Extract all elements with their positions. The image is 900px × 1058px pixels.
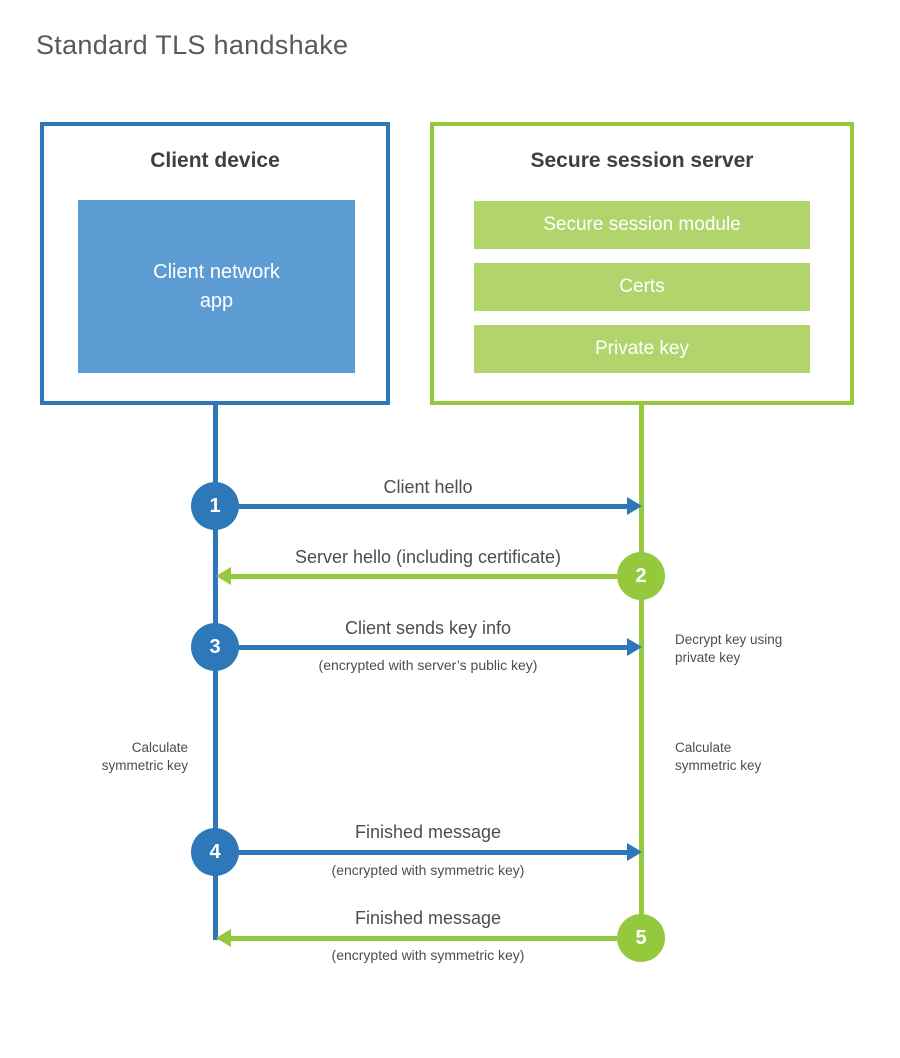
label-finished-client: Finished message — [354, 822, 502, 842]
arrow-left-icon — [216, 567, 231, 585]
step-2-circle: 2 — [617, 552, 665, 600]
server-module-bar-certs: Certs — [474, 263, 810, 311]
sublabel-finished-server: (encrypted with symmetric key) — [331, 947, 525, 963]
server-module-bar-private-key: Private key — [474, 325, 810, 373]
step-5-circle: 5 — [617, 914, 665, 962]
page-title: Standard TLS handshake — [36, 30, 349, 60]
sublabel-client-key-info: (encrypted with server’s public key) — [318, 657, 538, 673]
step-3-circle: 3 — [191, 623, 239, 671]
label-client-hello: Client hello — [383, 477, 473, 497]
arrow-left-icon — [216, 929, 231, 947]
arrow-finished-client-line — [215, 850, 627, 855]
client-device-title: Client device — [150, 149, 280, 172]
server-lifeline — [639, 404, 644, 940]
label-finished-server: Finished message — [354, 908, 502, 928]
note-decrypt-key: Decrypt key using private key — [675, 632, 783, 665]
arrow-right-icon — [627, 497, 642, 515]
arrow-client-key-info-line — [215, 645, 627, 650]
note-calculate-symmetric-left: Calculate symmetric key — [101, 740, 188, 773]
server-title: Secure session server — [530, 149, 754, 172]
client-network-app-box: Client network app — [78, 200, 355, 373]
step-4-circle: 4 — [191, 828, 239, 876]
step-1-circle: 1 — [191, 482, 239, 530]
arrow-right-icon — [627, 638, 642, 656]
sublabel-finished-client: (encrypted with symmetric key) — [331, 862, 525, 878]
server-module-bar-secure-session: Secure session module — [474, 201, 810, 249]
label-server-hello: Server hello (including certificate) — [294, 547, 562, 567]
arrow-finished-server-line — [231, 936, 617, 941]
label-client-key-info: Client sends key info — [344, 618, 512, 638]
arrow-right-icon — [627, 843, 642, 861]
arrow-client-hello-line — [215, 504, 627, 509]
arrow-server-hello-line — [231, 574, 617, 579]
client-network-app-label: Client network app — [153, 260, 280, 312]
client-lifeline — [213, 404, 218, 940]
note-calculate-symmetric-right: Calculate symmetric key — [675, 740, 762, 773]
